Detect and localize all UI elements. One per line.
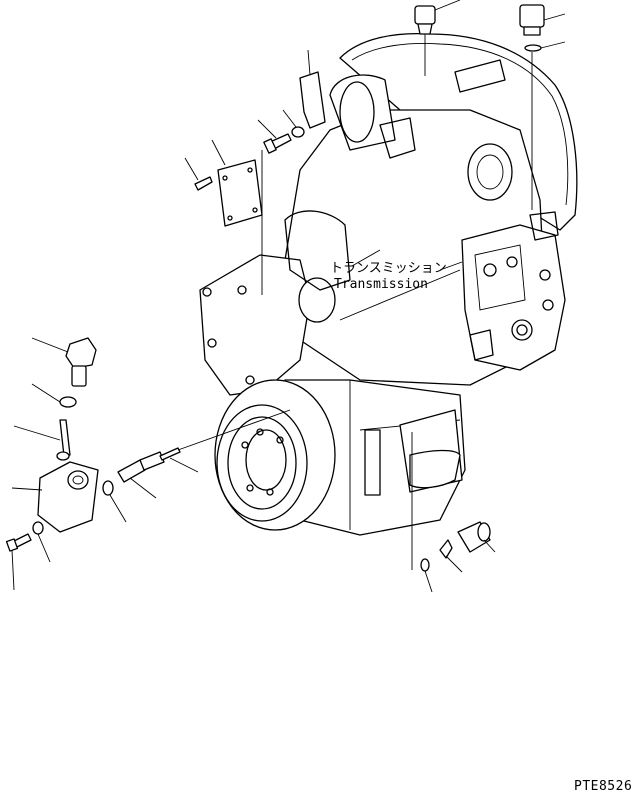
drain-plug — [411, 432, 496, 593]
figure-code: PTE8526 — [574, 779, 632, 794]
transmission-housing — [199, 32, 578, 536]
label-english: Transmission — [334, 277, 428, 292]
bracket — [299, 49, 326, 129]
bolt-washer-left — [5, 521, 51, 591]
cover-plate — [184, 139, 263, 295]
elbow-block — [11, 461, 99, 533]
label-japanese: トランスミッション — [330, 261, 447, 276]
pressure-sensor — [31, 337, 97, 387]
component-label: トランスミッション Transmission — [330, 249, 463, 292]
connector-pipe — [13, 419, 71, 461]
sensor-top-right — [519, 4, 566, 210]
nipple-fitting — [102, 409, 291, 523]
o-ring-left — [31, 383, 77, 408]
sensor-top-left — [414, 0, 461, 76]
washer-bolt-upper — [257, 109, 305, 154]
